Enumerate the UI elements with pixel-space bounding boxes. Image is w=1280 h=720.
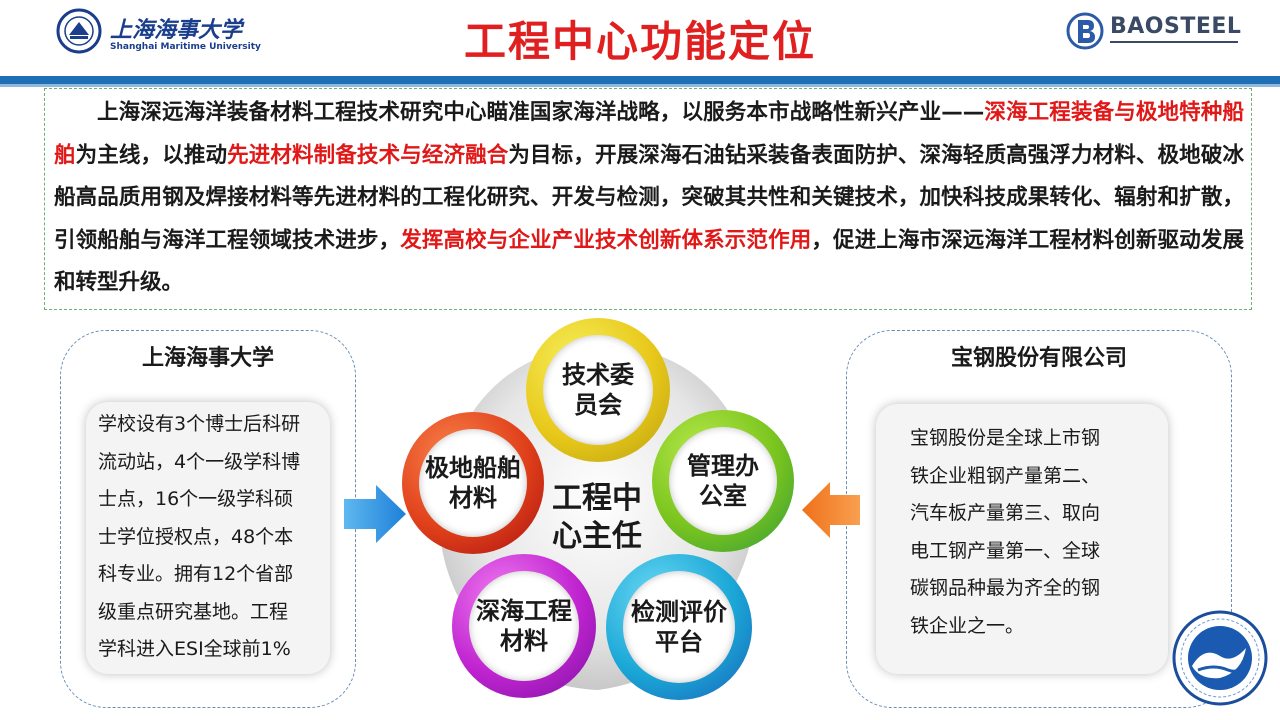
node-line: 员会 xyxy=(574,391,622,419)
node-line: 极地船舶 xyxy=(425,454,521,482)
center-line: 工程中 xyxy=(552,481,642,516)
university-line: 学科进入ESI全球前1% xyxy=(98,638,291,660)
node-line: 公室 xyxy=(699,482,747,510)
university-line: 科专业。拥有12个省部 xyxy=(98,563,294,585)
center-director-label: 工程中 心主任 xyxy=(532,480,662,556)
baosteel-line: 碳钢品种最为齐全的钢 xyxy=(910,577,1101,599)
node-line: 材料 xyxy=(500,627,548,655)
intro-text-3: 为目标，开展深海石油钻采装备表面防护、深海轻质高强浮力材料、极地破冰船高品质用钢… xyxy=(54,142,1244,253)
baosteel-underline xyxy=(1110,41,1238,43)
node-admin-office: 管理办 公室 xyxy=(652,410,794,552)
node-admin-office-label: 管理办 公室 xyxy=(652,451,794,511)
smu-emblem-icon xyxy=(56,8,102,54)
node-deepsea-materials-label: 深海工程 材料 xyxy=(452,596,596,656)
university-line: 士学位授权点，48个本 xyxy=(98,525,294,548)
node-line: 材料 xyxy=(449,484,497,512)
page-title: 工程中心功能定位 xyxy=(463,17,816,66)
intro-text-4: ，促进上海市深远海洋工程材料创新驱动发展和转型升级。 xyxy=(54,227,1244,296)
intro-paragraph: 上海深远海洋装备材料工程技术研究中心瞄准国家海洋战略，以服务本市战略性新兴产业—… xyxy=(54,92,1244,305)
node-line: 深海工程 xyxy=(476,597,572,625)
intro-highlight-1: 深海工程装备与极地特种船舶 xyxy=(54,100,1244,168)
node-testing-platform-label: 检测评价 平台 xyxy=(606,597,752,657)
node-line: 技术委 xyxy=(562,361,634,389)
node-line: 管理办 xyxy=(687,452,759,480)
intro-highlight-3: 发挥高校与企业产业技术创新体系示范作用 xyxy=(400,227,812,253)
university-line: 流动站，4个一级学科博 xyxy=(98,450,301,473)
university-line: 士点，16个一级学科硕 xyxy=(98,488,294,510)
header-bar xyxy=(0,76,1280,84)
intro-text-2: 为主线，以推动 xyxy=(75,142,228,168)
university-info-text: 学校设有3个博士后科研 流动站，4个一级学科博 士点，16个一级学科硕 士学位授… xyxy=(98,406,326,669)
center-line: 心主任 xyxy=(552,519,642,554)
node-line: 平台 xyxy=(655,628,703,656)
research-center-seal-icon xyxy=(1170,608,1270,708)
university-title: 上海海事大学 xyxy=(141,346,274,371)
baosteel-wordmark: BAOSTEEL xyxy=(1110,14,1242,39)
baosteel-line: 宝钢股份是全球上市钢 xyxy=(910,427,1101,449)
arrow-left-icon xyxy=(800,480,862,544)
baosteel-line: 铁企业粗钢产量第二、 xyxy=(910,464,1101,487)
university-info-card xyxy=(86,402,330,674)
node-polar-ship-materials-label: 极地船舶 材料 xyxy=(402,453,544,513)
node-testing-platform: 检测评价 平台 xyxy=(606,554,752,700)
intro-box xyxy=(44,88,1252,310)
arrow-right-icon xyxy=(342,483,408,549)
smu-name-cn: 上海海事大学 xyxy=(110,17,243,43)
node-polar-ship-materials: 极地船舶 材料 xyxy=(402,412,544,554)
node-tech-committee-label: 技术委 员会 xyxy=(526,360,670,420)
intro-text-1: 上海深远海洋装备材料工程技术研究中心瞄准国家海洋战略，以服务本市战略性新兴产业—… xyxy=(97,100,985,125)
baosteel-logo-icon xyxy=(1066,12,1104,50)
university-line: 级重点研究基地。工程 xyxy=(98,600,289,623)
baosteel-line: 电工钢产量第一、全球 xyxy=(910,539,1101,562)
node-tech-committee: 技术委 员会 xyxy=(526,318,670,462)
baosteel-info-card xyxy=(876,404,1168,674)
baosteel-line: 汽车板产量第三、取向 xyxy=(910,502,1101,524)
baosteel-line: 铁企业之一。 xyxy=(910,614,1025,637)
node-deepsea-materials: 深海工程 材料 xyxy=(452,554,596,698)
smu-name-en: Shanghai Maritime University xyxy=(110,42,261,52)
baosteel-title: 宝钢股份有限公司 xyxy=(950,346,1127,371)
organization-diagram: 技术委 员会 管理办 公室 检测评价 平台 深海工程 材料 极地船舶 材料 xyxy=(398,318,798,718)
baosteel-info-text: 宝钢股份是全球上市钢 铁企业粗钢产量第二、 汽车板产量第三、取向 电工钢产量第一… xyxy=(910,420,1150,645)
node-line: 检测评价 xyxy=(631,598,727,626)
header-bar-light xyxy=(0,84,1280,87)
university-line: 学校设有3个博士后科研 xyxy=(98,413,301,435)
intro-highlight-2: 先进材料制备技术与经济融合 xyxy=(227,142,509,168)
